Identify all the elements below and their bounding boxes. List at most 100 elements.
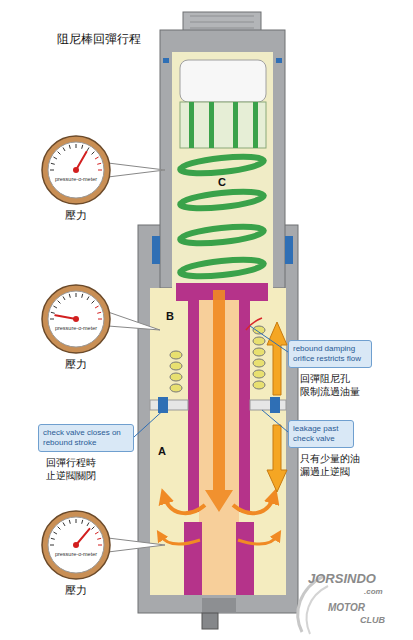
gauge-needle [55, 315, 76, 319]
leader-line [262, 410, 288, 432]
pressure-gauge-node: pressure-o-meter壓力 [40, 283, 112, 375]
callout-text: leakage past check valve [293, 424, 349, 443]
chamber-letter: C [218, 176, 226, 188]
gauge-tick [53, 157, 56, 159]
gauge-tick [51, 312, 55, 313]
gauge-pointer [108, 163, 165, 177]
flow-arrow [160, 535, 200, 544]
gauge-tick [53, 306, 56, 308]
chamber-letter: A [158, 445, 166, 457]
gauge-tick [63, 296, 65, 299]
rod-foot [184, 522, 254, 595]
gauge-tick [95, 157, 98, 159]
watermark-wing [307, 586, 328, 634]
gauge-hub [73, 542, 79, 548]
annotation-text: 回彈行程時 止逆閥關閉 [46, 456, 96, 482]
watermark-text: JORSINDO [308, 572, 376, 586]
spring-coil [179, 189, 264, 212]
cage-bar [209, 102, 214, 148]
pressure-gauge [40, 134, 112, 206]
annotation-text: 只有少量的油 漏過止逆閥 [300, 452, 360, 478]
pressure-gauge-node: pressure-o-meter壓力 [40, 509, 112, 601]
piston-ring [250, 400, 286, 410]
annotation-text: 回彈阻尼孔 限制流過油量 [300, 372, 360, 398]
gauge-caption: pressure-o-meter [40, 176, 112, 182]
gauge-needle [76, 529, 89, 545]
check-valve [270, 397, 280, 413]
gauge-needle [76, 152, 87, 170]
flow-arrow [238, 535, 278, 544]
gauge-tick [98, 170, 102, 171]
callout-text: rebound damping orifice restricts flow [293, 344, 367, 363]
gauge-tick [76, 144, 77, 148]
gauge-tick [69, 145, 70, 149]
gauge-tick [50, 545, 54, 546]
gauge-rim [42, 511, 110, 579]
gauge-tick [97, 163, 101, 164]
gauge-rim [42, 285, 110, 353]
callout-box: leakage past check valve 只有少量的油 漏過止逆閥 [288, 420, 360, 478]
flow-arrow [205, 290, 233, 512]
rod-foot-bore [202, 522, 236, 595]
gauge-tick [69, 520, 70, 524]
pressure-gauge-node: pressure-o-meter壓力 [40, 134, 112, 226]
cage-bar [253, 102, 258, 148]
gauge-hub [73, 167, 79, 173]
gauge-rim [42, 136, 110, 204]
cage-bar [233, 102, 238, 148]
callout-box: rebound damping orifice restricts flow 回彈… [288, 340, 372, 398]
gauge-tick [53, 532, 56, 534]
leak-arrow-down [267, 425, 287, 492]
cap-thread [190, 22, 254, 23]
gauge-hub [73, 316, 79, 322]
seal [285, 236, 293, 264]
gauge-face [48, 142, 104, 198]
diagram-title: 阻尼棒回彈行程 [57, 33, 141, 46]
pressure-gauge [40, 509, 112, 581]
gauge-tick [97, 538, 101, 539]
gauge-tick [63, 147, 65, 150]
seal-mark [163, 58, 169, 63]
gauge-tick [87, 147, 89, 150]
valve-spring [253, 370, 265, 378]
leader-line [134, 406, 168, 437]
gauge-tick [63, 522, 65, 525]
gauge-tick [76, 293, 77, 297]
gauge-tick [97, 312, 101, 313]
upper-oil-chamber [172, 52, 273, 288]
leader-line [250, 326, 288, 352]
lower-oil-chamber [150, 288, 286, 595]
bottom-bolt [202, 613, 218, 629]
gauge-tick [51, 163, 55, 164]
gauge-tick [82, 520, 83, 524]
gauge-tick [87, 522, 89, 525]
callout-frame: leakage past check valve [288, 420, 354, 448]
flow-arrow [164, 496, 205, 513]
callout-text: check valve closes on rebound stroke [43, 428, 129, 447]
valve-spring [253, 326, 265, 334]
gauge-pointer [108, 312, 160, 330]
valve-spring [170, 351, 182, 359]
watermark-text: .com [364, 588, 383, 597]
flow-arrow [233, 496, 274, 513]
gauge-face [48, 291, 104, 347]
valve-spring [170, 362, 182, 370]
gauge-tick [82, 145, 83, 149]
valve-spring [170, 384, 182, 392]
gauge-tick [58, 152, 61, 155]
gauge-tick [95, 306, 98, 308]
gauge-tick [92, 301, 95, 304]
upper-tube [160, 30, 285, 288]
gauge-tick [98, 319, 102, 320]
gauge-tick [58, 527, 61, 530]
valve-spring [253, 381, 265, 389]
cage-bar [189, 102, 194, 148]
piston-ring [150, 400, 188, 410]
gauge-caption: pressure-o-meter [40, 551, 112, 557]
gauge-tick [82, 294, 83, 298]
rod-base [202, 598, 236, 613]
gauge-tick [51, 538, 55, 539]
valve-spring [253, 337, 265, 345]
valve-spring [170, 373, 182, 381]
